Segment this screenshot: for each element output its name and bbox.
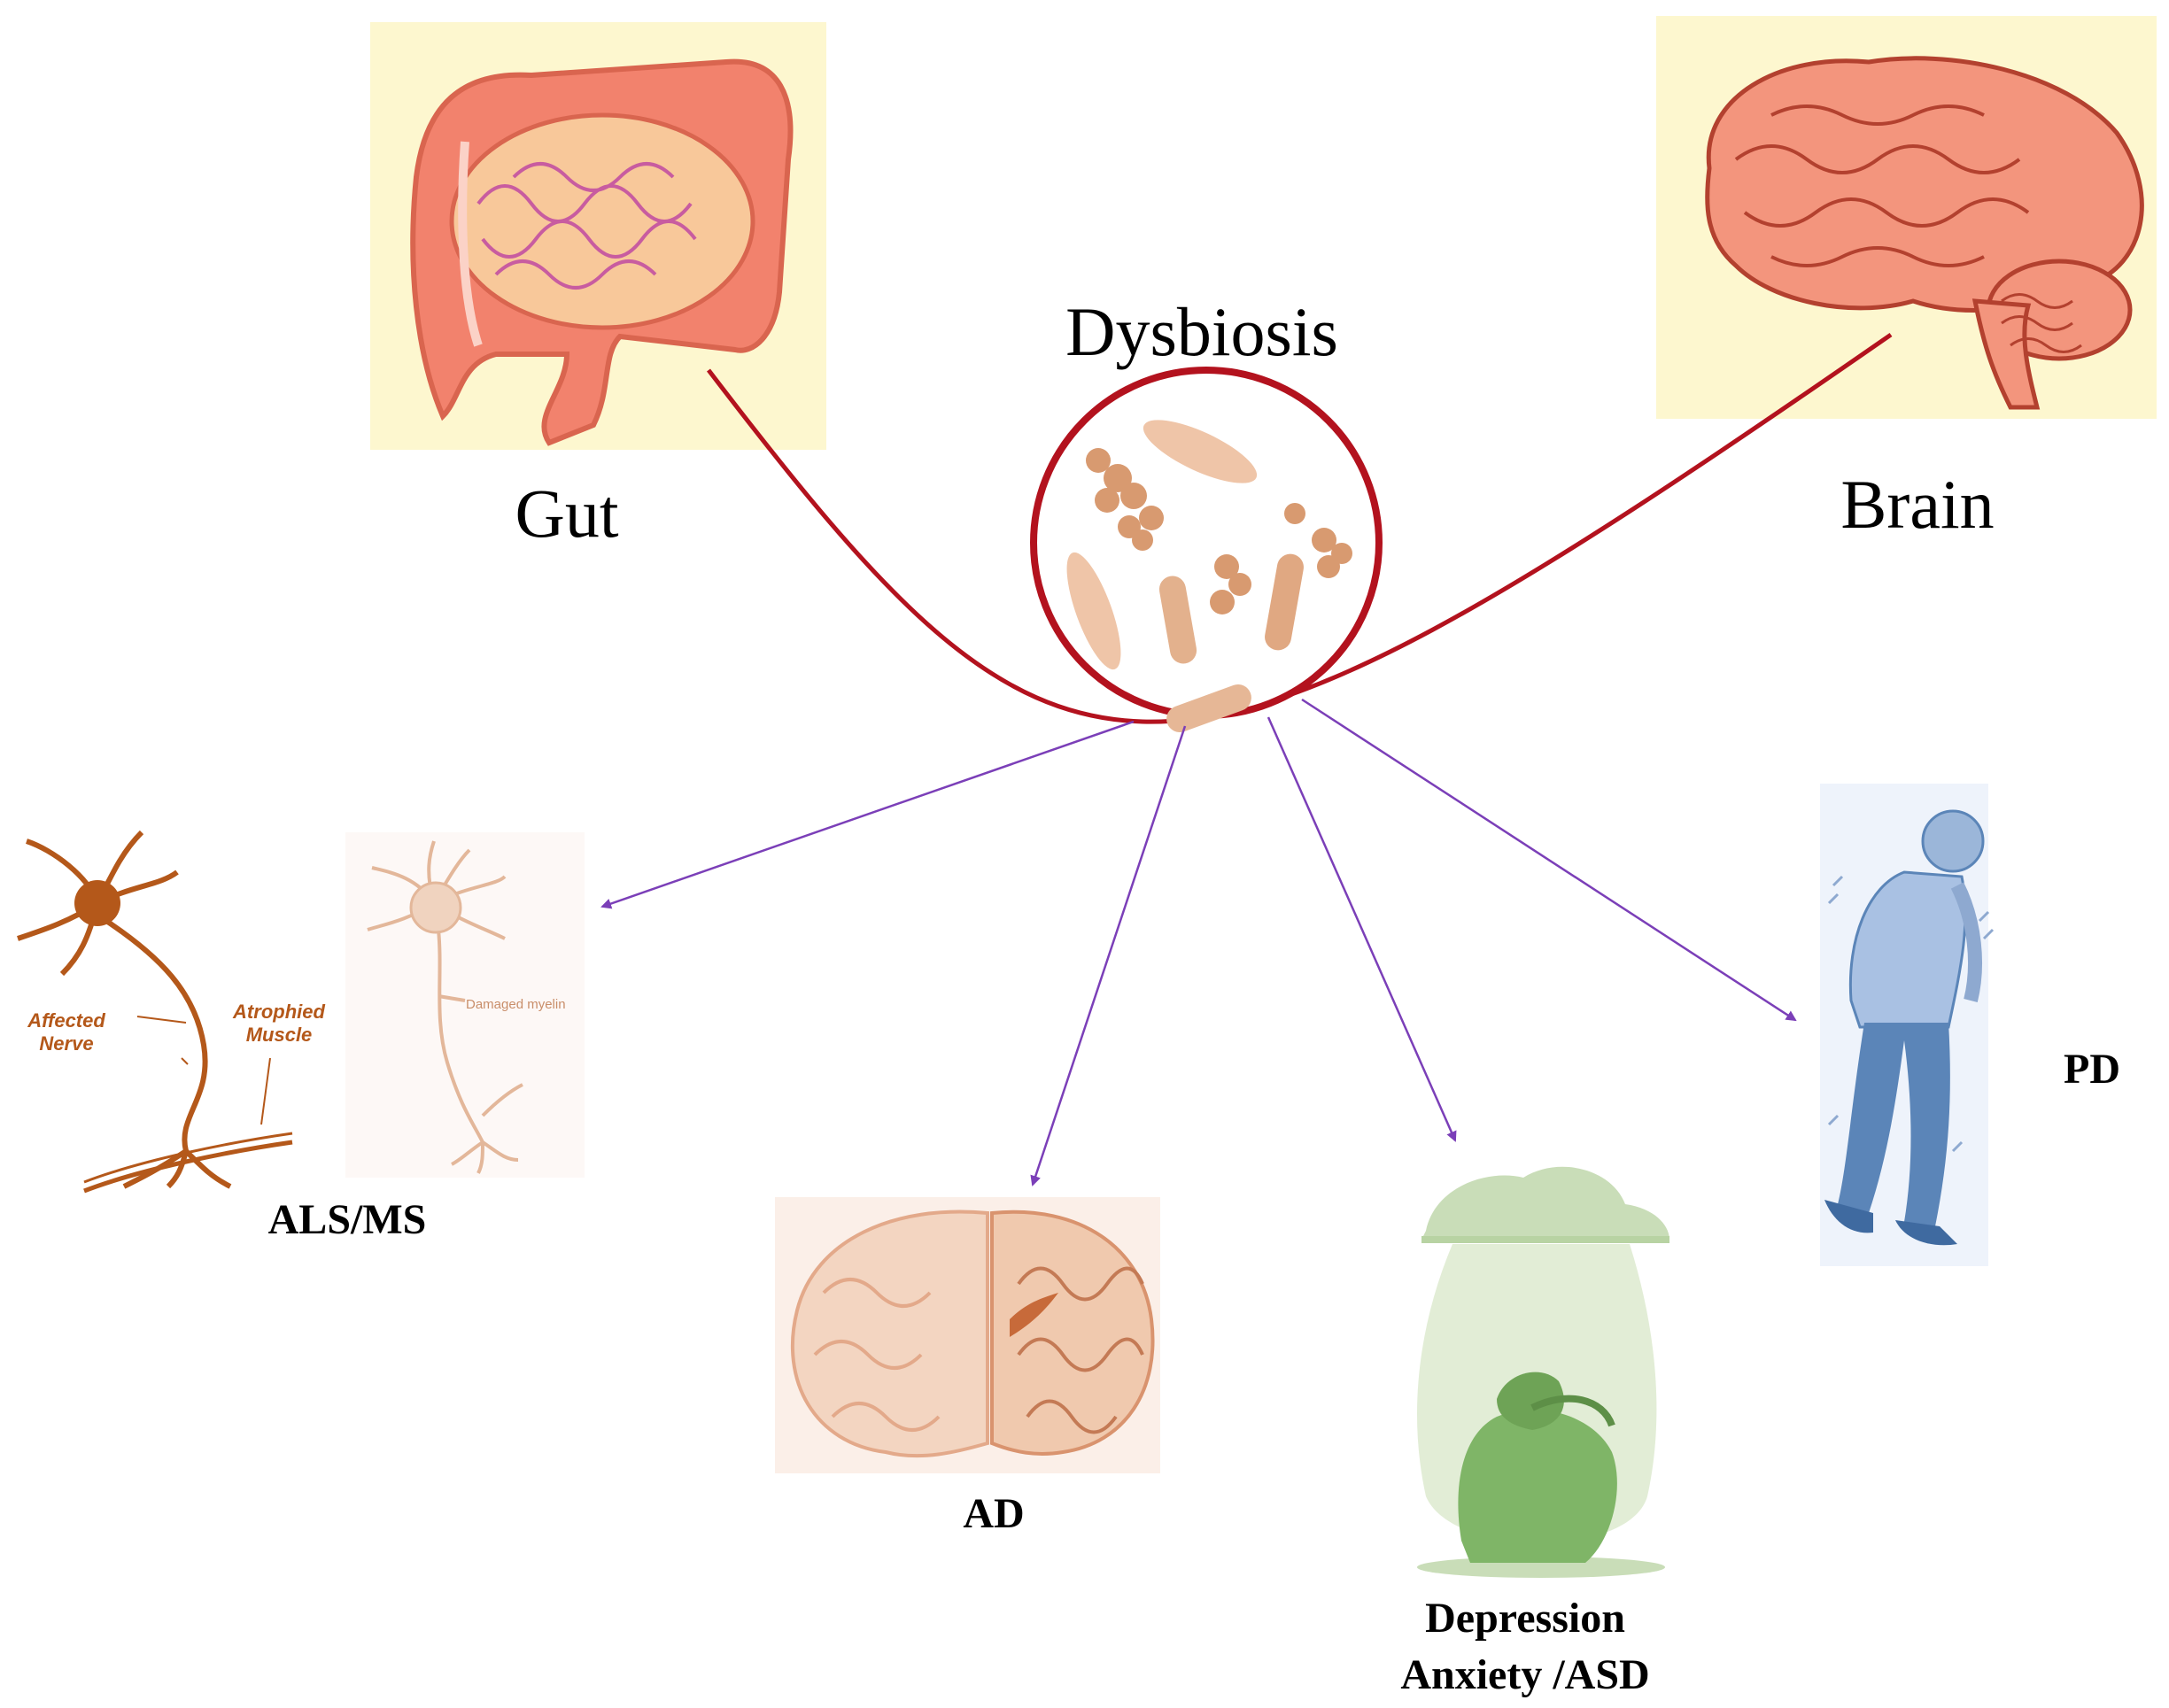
- pd-label: PD: [2064, 1046, 2120, 1093]
- depression-label: Depression: [1425, 1595, 1625, 1642]
- affected-nerve-annotation: Affected Nerve: [27, 1009, 105, 1055]
- damaged-neuron-icon: [367, 840, 523, 1174]
- arrow-to-pd: [1301, 698, 1797, 1022]
- intestine-icon: [410, 58, 794, 446]
- brain-section-icon: [790, 1210, 1155, 1458]
- microbes-icon: [1066, 420, 1352, 732]
- elderly-person-icon: [1820, 784, 1995, 1266]
- ad-label: AD: [963, 1490, 1025, 1537]
- arrow-to-depression: [1267, 716, 1457, 1142]
- anxiety-asd-label: Anxiety /ASD: [1400, 1651, 1650, 1698]
- dysbiosis-label: Dysbiosis: [1065, 293, 1338, 370]
- brain-section-panel: [775, 1197, 1160, 1473]
- arrow-to-ad: [1030, 725, 1187, 1186]
- damaged-myelin-annotation: Damaged myelin: [466, 997, 566, 1012]
- brain-panel: [1656, 16, 2157, 419]
- brain-label: Brain: [1840, 466, 1995, 543]
- brain-icon: [1705, 56, 2144, 410]
- outcome-arrows: [600, 698, 1797, 1186]
- affected-neuron-icon: [17, 830, 293, 1194]
- neuron-icon: [17, 830, 585, 1194]
- arrow-to-als-ms: [600, 720, 1135, 909]
- gut-panel: [370, 22, 826, 450]
- gut-brain-connector: [707, 332, 1893, 724]
- atrophied-muscle-annotation: Atrophied Muscle: [233, 1001, 325, 1046]
- sad-person-icon: [1417, 1166, 1669, 1578]
- dysbiosis-node: [1030, 367, 1383, 732]
- als-ms-label: ALS/MS: [267, 1196, 427, 1243]
- gut-label: Gut: [515, 475, 619, 552]
